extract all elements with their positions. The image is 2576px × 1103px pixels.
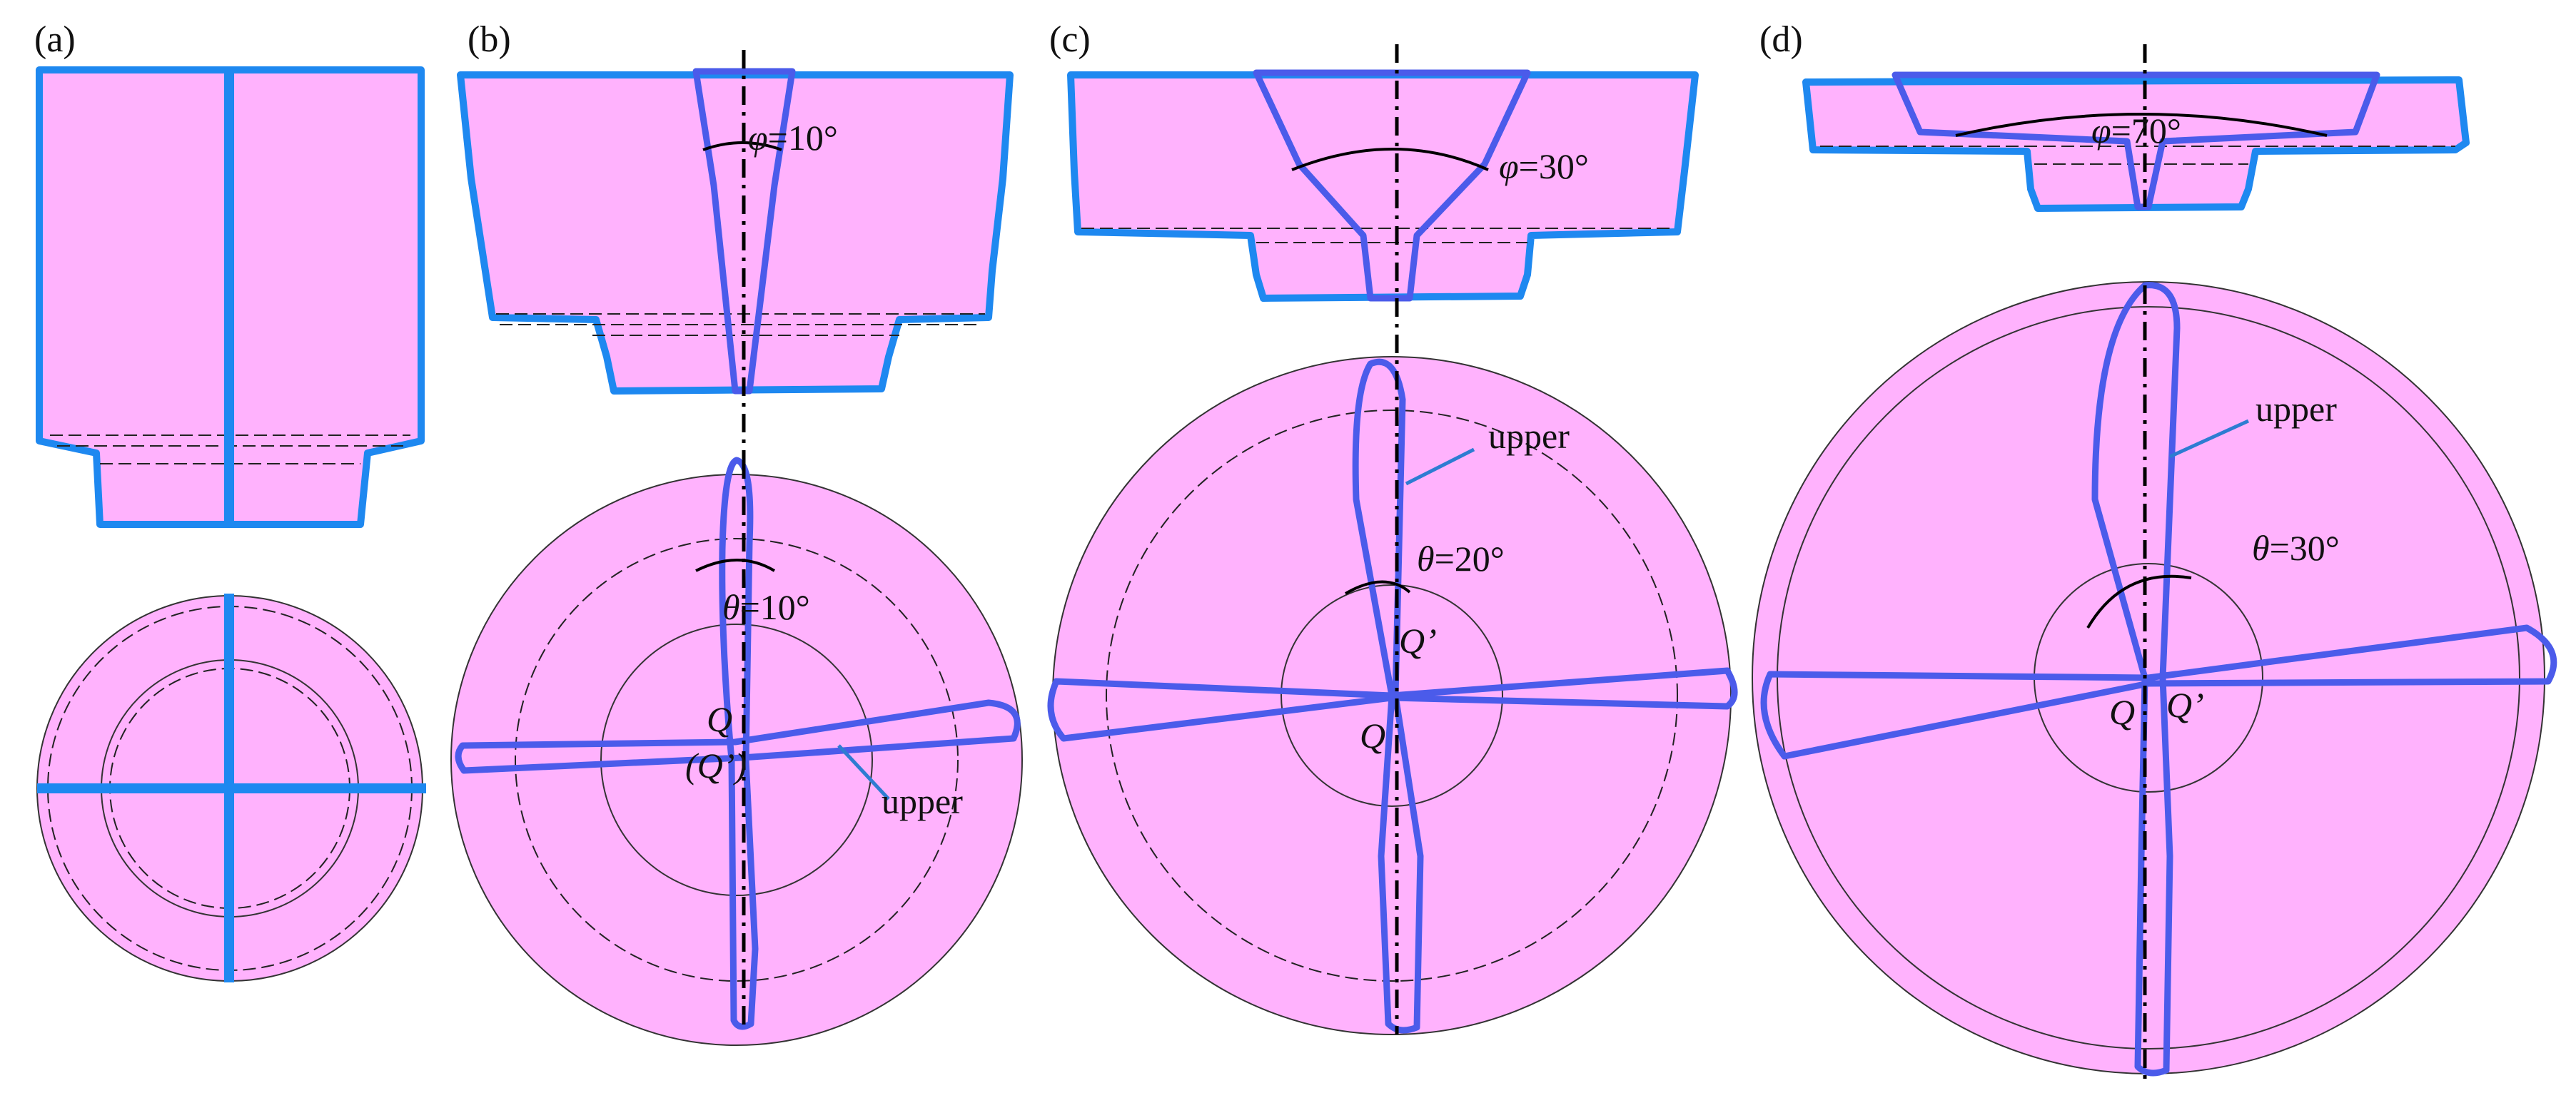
seam-petal-horizontal-b — [455, 699, 1021, 774]
side-d-hatching — [1820, 146, 2455, 165]
theta-annotation-b: θ=10° — [722, 587, 810, 627]
theta-value-d: =30° — [2270, 528, 2340, 568]
panel-b-top-view: θ=10° Q (Q’) upper — [450, 457, 1023, 1046]
theta-arc-d — [2086, 574, 2192, 629]
upper-arrow-c — [1405, 447, 1475, 486]
point-q-b: Q — [707, 699, 732, 739]
phi-value-d: =70° — [2111, 111, 2181, 151]
theta-arc-c — [1344, 580, 1411, 595]
theta-value-c: =20° — [1435, 539, 1505, 579]
panel-b-label: (b) — [468, 19, 511, 60]
panel-a-side-view — [36, 66, 425, 528]
theta-annotation-d: θ=30° — [2252, 528, 2340, 568]
panel-b: (b) φ=10° θ=10° Q (Q’) upper — [450, 19, 1023, 1046]
upper-label-b: upper — [882, 781, 963, 821]
panel-a: (a) — [34, 19, 426, 982]
panel-d-label: (d) — [1759, 19, 1803, 60]
side-b-hatching — [496, 313, 985, 336]
point-q-c: Q — [1360, 716, 1385, 756]
phi-arc-d — [1955, 113, 2328, 137]
point-q-prime-d: Q’ — [2166, 685, 2204, 725]
phi-value-c: =30° — [1519, 146, 1589, 186]
deformed-cup-side-c — [1067, 71, 1699, 302]
panel-d: (d) φ=70° θ=30° Q Q’ upper — [1752, 19, 2557, 1084]
vertical-seam-line — [224, 70, 234, 527]
theta-symbol-b: θ — [722, 587, 740, 627]
seam-petal-side-c — [1253, 69, 1531, 302]
phi-arc-c — [1291, 148, 1489, 171]
panel-d-top-view: θ=30° Q Q’ upper — [1752, 281, 2557, 1084]
upper-arrow-b — [837, 744, 890, 800]
ring-outer-d — [1777, 306, 2520, 1049]
side-c-hatching — [1081, 228, 1674, 243]
point-q-d: Q — [2109, 692, 2135, 732]
theta-annotation-c: θ=20° — [1417, 539, 1505, 579]
deformed-cup-side-d — [1802, 76, 2470, 212]
upper-label-c: upper — [1488, 416, 1570, 456]
panel-c-label: (c) — [1049, 19, 1091, 60]
upper-label-d: upper — [2256, 389, 2337, 429]
phi-value-b: =10° — [768, 118, 838, 158]
seam-petal-side-b — [692, 68, 796, 395]
phi-annotation-b: φ=10° — [748, 118, 838, 158]
seam-petal-side-d — [1891, 71, 2380, 210]
phi-annotation-c: φ=30° — [1499, 146, 1589, 186]
seam-petal-vertical-b — [719, 457, 759, 1030]
point-q-prime-b: (Q’) — [685, 746, 747, 786]
ring-inner-c — [1281, 584, 1503, 807]
ring-dashed-c — [1106, 410, 1678, 982]
horizontal-seam-top — [37, 783, 426, 793]
ring-dashed-b — [515, 538, 959, 982]
theta-arc-b — [695, 559, 776, 572]
theta-symbol-d: θ — [2252, 528, 2270, 568]
deformed-cup-side-b — [457, 71, 1014, 395]
panel-d-side-view: φ=70° — [1802, 44, 2470, 212]
panel-c: (c) φ=30° θ=20° Q’ Q upper — [1047, 19, 1738, 1035]
seam-petal-vertical-d — [2091, 282, 2181, 1077]
point-q-prime-c: Q’ — [1399, 621, 1437, 661]
seam-petal-horizontal-d — [1760, 624, 2557, 760]
theta-value-b: =10° — [740, 587, 810, 627]
panel-b-side-view: φ=10° — [457, 50, 1014, 460]
seam-petal-vertical-c — [1352, 358, 1424, 1034]
phi-arc-b — [702, 141, 782, 151]
panel-a-label: (a) — [34, 19, 76, 60]
phi-symbol-d: φ — [2091, 111, 2111, 151]
phi-annotation-d: φ=70° — [2091, 111, 2181, 151]
theta-symbol-c: θ — [1417, 539, 1435, 579]
panel-c-top-view: θ=20° Q’ Q upper — [1047, 298, 1738, 1035]
phi-symbol-c: φ — [1499, 146, 1519, 186]
ring-inner-b — [600, 624, 873, 896]
upper-arrow-d — [2168, 419, 2250, 459]
phi-symbol-b: φ — [748, 118, 768, 158]
panel-c-side-view: φ=30° — [1067, 44, 1699, 302]
panel-a-top-view — [36, 594, 426, 982]
